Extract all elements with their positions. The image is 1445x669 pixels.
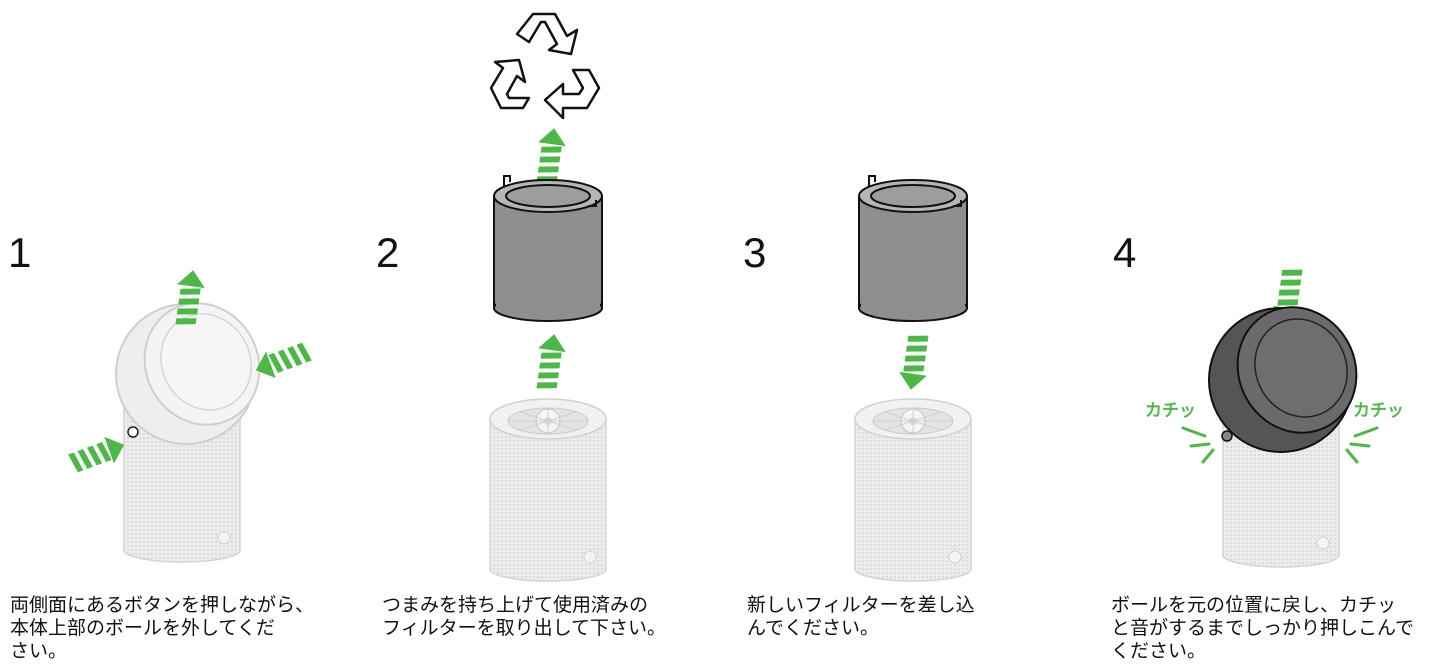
purifier-illustration — [115, 302, 261, 563]
arrow-up-icon — [171, 268, 208, 328]
step-number: 1 — [8, 229, 32, 276]
arrow-in-icon — [251, 337, 314, 384]
step-number: 2 — [376, 229, 400, 276]
step-number: 3 — [743, 229, 767, 276]
step-caption: つまみを持ち上げて使用済みの フィルターを取り出して下さい。 — [382, 594, 667, 639]
recycle-icon — [489, 12, 601, 120]
arrow-up-icon — [532, 126, 569, 186]
filter-illustration — [858, 175, 968, 322]
step-caption: 両側面にあるボタンを押しながら、 本体上部のボールを外してくだ さい。 — [10, 594, 315, 662]
purifier-base-illustration — [480, 395, 620, 575]
step-1-panel: 1 両側面にあるボタンを押しながら、 本体上部のボールを外してくだ さい。 — [0, 0, 360, 669]
purifier-base-illustration — [845, 395, 985, 575]
arrow-up-icon — [532, 332, 569, 392]
purifier-illustration — [1181, 306, 1379, 568]
step-2-panel: 2 つまみを持ち上げて使用済みの フィルターを取り出して下さい。 — [360, 0, 725, 669]
click-label-left: カチッ — [1145, 401, 1196, 421]
step-caption: ボールを元の位置に戻し、カチッ と音がするまでしっかり押しこんで ください。 — [1111, 594, 1415, 662]
step-number: 4 — [1113, 229, 1137, 276]
click-label-right: カチッ — [1353, 401, 1404, 421]
arrow-down-icon — [896, 332, 933, 392]
arrow-in-icon — [66, 431, 129, 478]
filter-illustration — [493, 175, 603, 322]
step-4-panel: 4 カチッ カチッ ボールを元の位置に戻し、カチッ と音がするまでしっかり押しこ… — [1085, 0, 1445, 669]
step-3-panel: 3 新しいフィルターを差し込 んでください。 — [725, 0, 1085, 669]
step-caption: 新しいフィルターを差し込 んでください。 — [747, 594, 975, 639]
